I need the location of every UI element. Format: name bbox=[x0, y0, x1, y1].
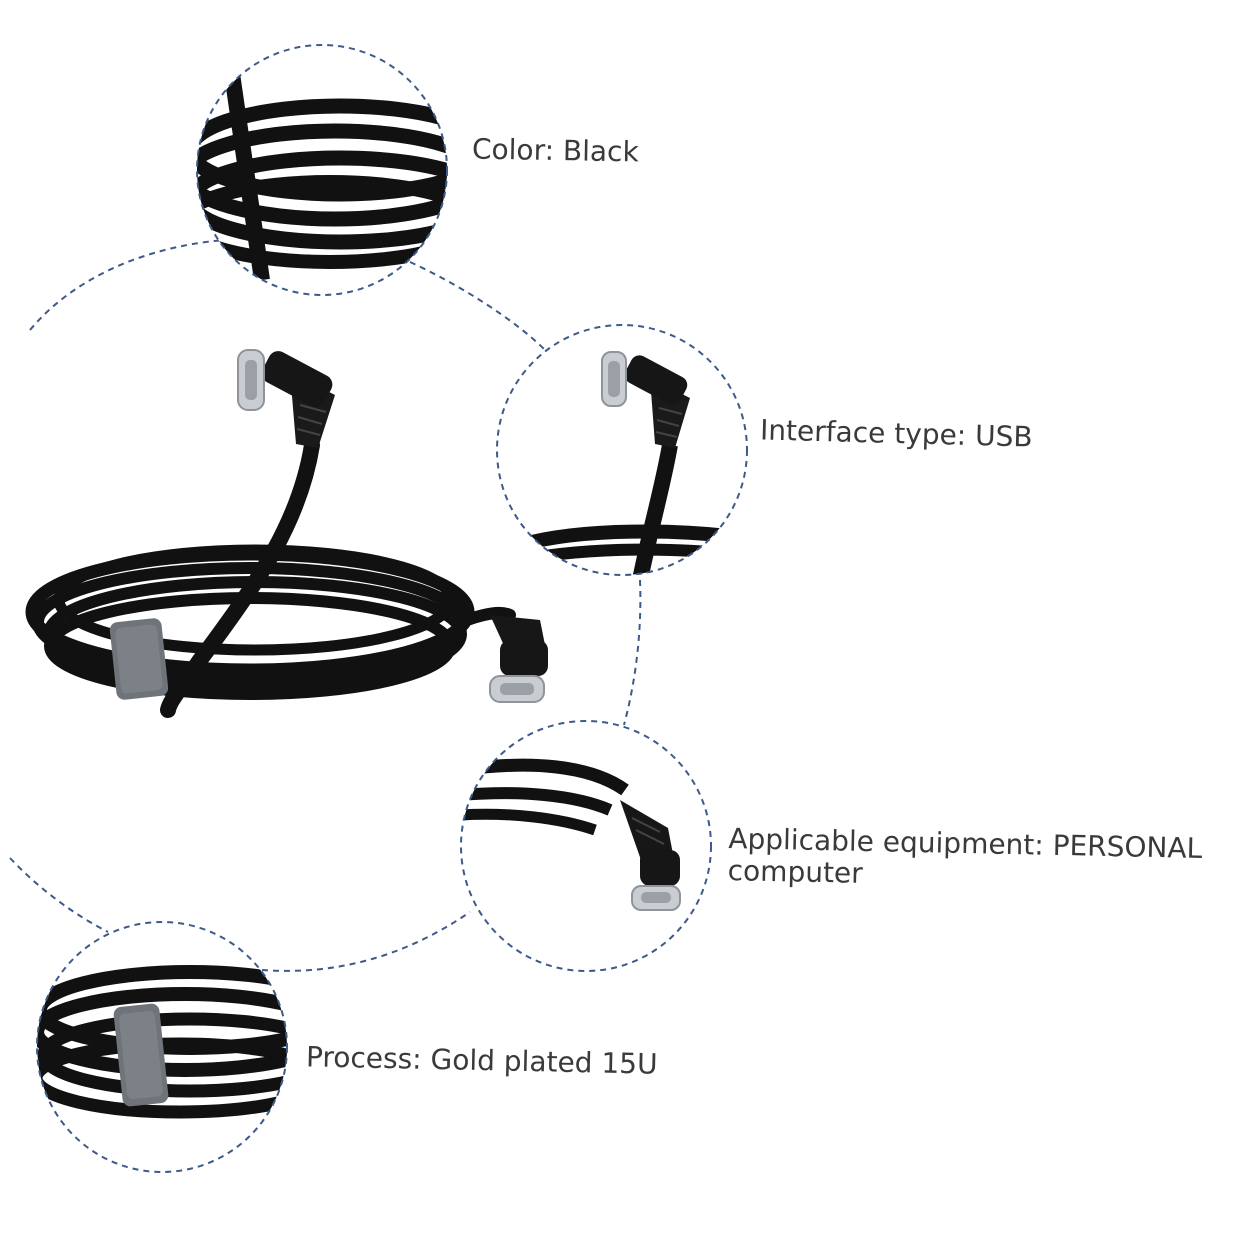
right-angle-connector-icon bbox=[461, 721, 711, 971]
spec-equipment-label: Applicable equipment: PERSONAL computer bbox=[727, 822, 1202, 897]
cable-coil-icon bbox=[197, 45, 447, 295]
usb-c-cable-coil-icon bbox=[25, 349, 548, 718]
usb-c-connector-icon bbox=[497, 325, 747, 575]
detail-circle-strap bbox=[36, 921, 288, 1173]
spec-color-label: Color: Black bbox=[471, 132, 639, 169]
velcro-strap-icon bbox=[37, 922, 287, 1172]
main-dashed-outline bbox=[9, 239, 642, 972]
detail-circle-connector bbox=[496, 324, 748, 576]
detail-circle-right-angle bbox=[460, 720, 712, 972]
detail-circle-coil bbox=[196, 44, 448, 296]
